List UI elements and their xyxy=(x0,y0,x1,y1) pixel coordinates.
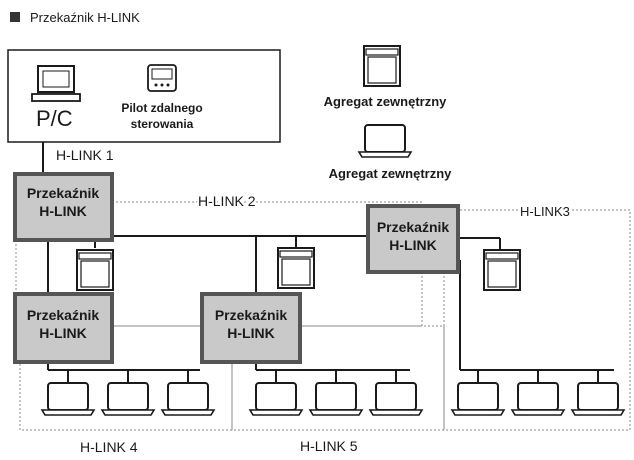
outdoor-unit-icon xyxy=(483,249,521,291)
indoor-unit-icon xyxy=(249,382,303,416)
indoor-unit-icon xyxy=(571,382,625,416)
pc-label: P/C xyxy=(36,106,73,131)
remote-label-line2: sterowania xyxy=(131,117,194,131)
h-link-3-group-frame xyxy=(443,209,631,431)
relay-label-line1: Przekaźnik xyxy=(27,185,100,201)
h-link-3-label: H-LINK3 xyxy=(520,204,570,219)
remote-label-line1: Pilot zdalnego xyxy=(121,101,202,115)
indoor-unit-icon xyxy=(511,382,565,416)
relay-label-line2: H-LINK xyxy=(227,325,274,341)
relay-box-2: Przekaźnik H-LINK xyxy=(13,292,114,364)
h-link-2-label: H-LINK 2 xyxy=(198,193,256,209)
indoor-unit-key-icon xyxy=(358,124,412,158)
key-outdoor-unit-label: Agregat zewnętrzny xyxy=(324,94,448,109)
h-link-4-label: H-LINK 4 xyxy=(80,439,138,455)
indoor-unit-icon xyxy=(161,382,215,416)
indoor-unit-icon xyxy=(451,382,505,416)
indoor-unit-icon xyxy=(41,382,95,416)
relay-label-line1: Przekaźnik xyxy=(27,307,100,323)
relay-box-3: Przekaźnik H-LINK xyxy=(200,292,302,364)
h-link-1-label: H-LINK 1 xyxy=(56,147,114,163)
remote-control-icon xyxy=(147,64,177,92)
indoor-unit-icon xyxy=(101,382,155,416)
relay-label-line2: H-LINK xyxy=(389,237,436,253)
computer-icon xyxy=(31,65,81,102)
legend-title: Przekaźnik H-LINK xyxy=(30,10,140,25)
relay-box-4: Przekaźnik H-LINK xyxy=(366,204,460,274)
outdoor-unit-icon xyxy=(76,249,114,291)
connection-lines xyxy=(42,142,614,382)
outdoor-unit-icon xyxy=(277,247,315,289)
h-link-5-label: H-LINK 5 xyxy=(300,438,358,454)
relay-label-line1: Przekaźnik xyxy=(215,307,288,323)
indoor-unit-icon xyxy=(369,382,423,416)
outdoor-unit-key-icon xyxy=(363,45,401,87)
indoor-unit-icon xyxy=(309,382,363,416)
relay-label-line1: Przekaźnik xyxy=(377,219,450,235)
legend-square-icon xyxy=(10,12,20,22)
relay-label-line2: H-LINK xyxy=(39,203,86,219)
relay-label-line2: H-LINK xyxy=(39,325,86,341)
key-indoor-unit-label: Agregat zewnętrzny xyxy=(329,166,453,181)
relay-box-1: Przekaźnik H-LINK xyxy=(13,172,114,242)
